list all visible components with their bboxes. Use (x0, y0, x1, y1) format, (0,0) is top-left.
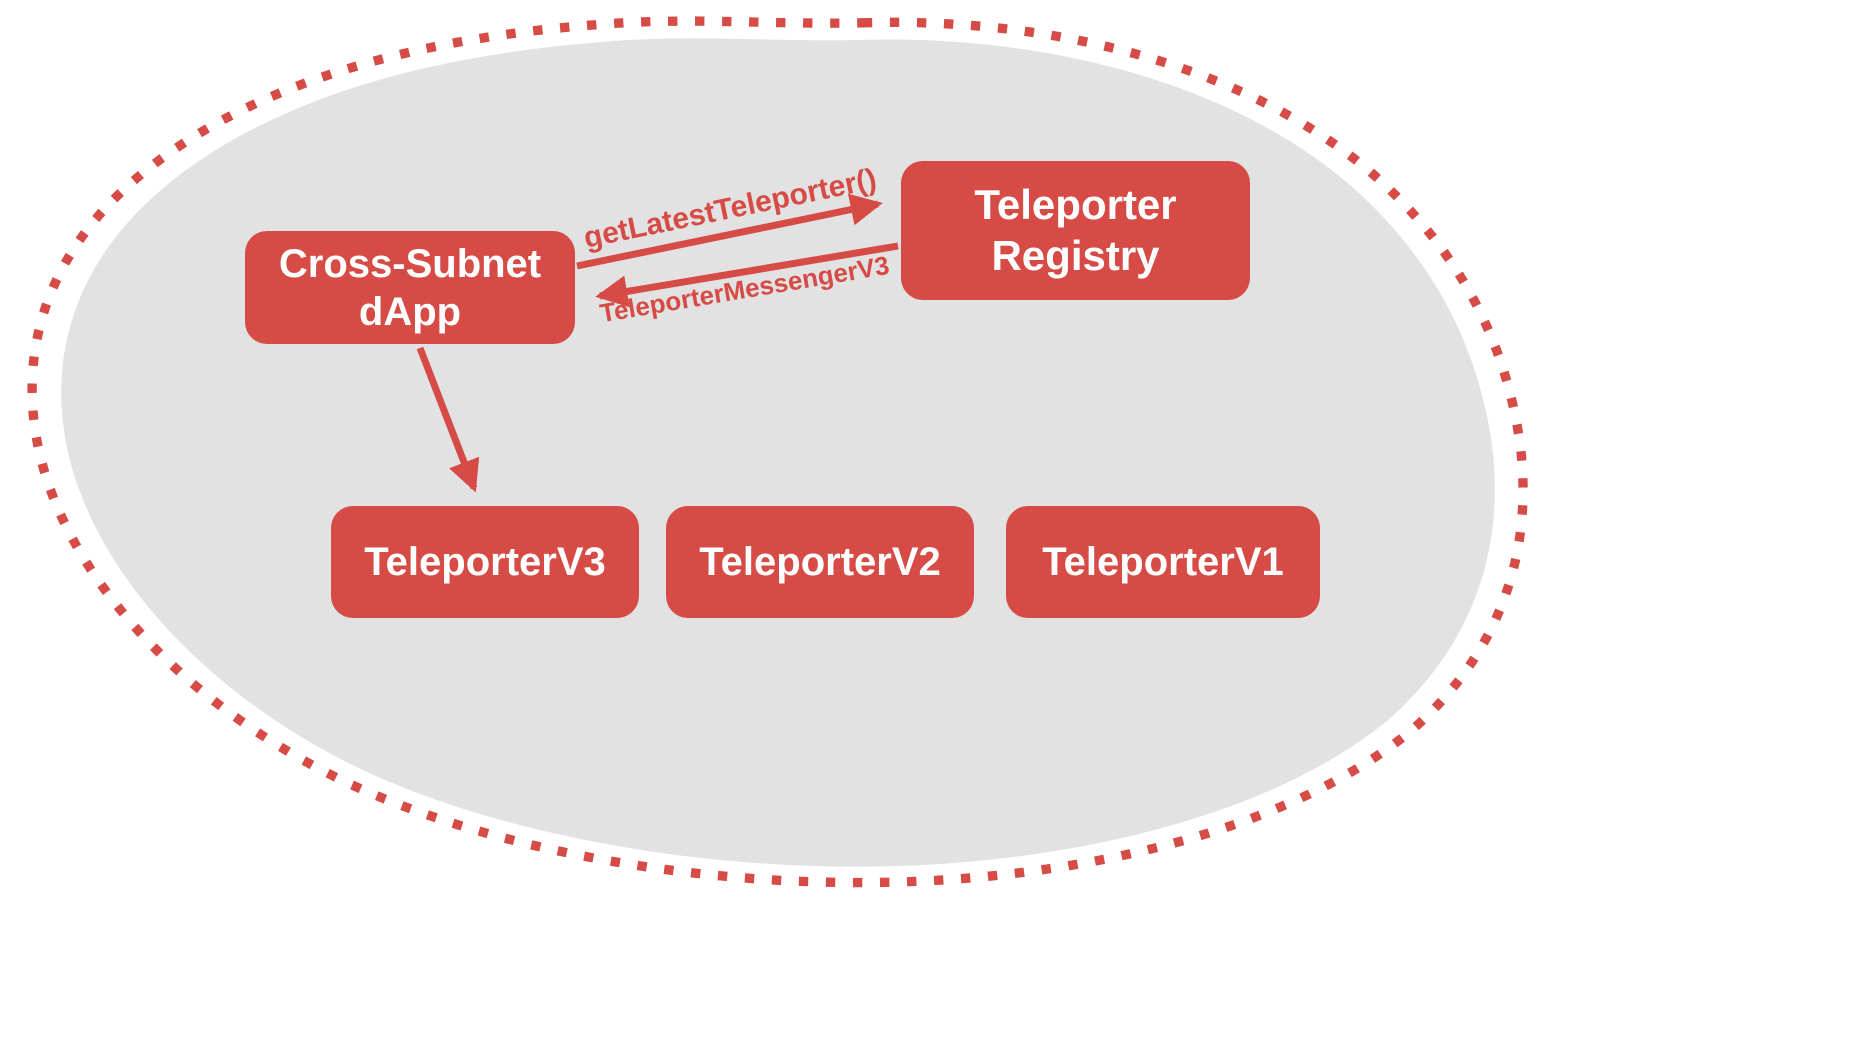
node-teleporter-registry: Teleporter Registry (901, 161, 1250, 300)
node-teleporter-v1: TeleporterV1 (1006, 506, 1320, 618)
edge-arrow-messenger (595, 242, 899, 308)
edge-arrow-dapp-to-v3 (416, 346, 480, 493)
node-teleporter-v2: TeleporterV2 (666, 506, 974, 618)
subnet-blob (61, 38, 1495, 867)
subnet-dotted-border (27, 16, 1528, 888)
edge-arrow-get-latest (576, 193, 883, 270)
node-teleporter-v3: TeleporterV3 (331, 506, 639, 618)
node-cross-subnet-dapp: Cross-Subnet dApp (245, 231, 575, 344)
